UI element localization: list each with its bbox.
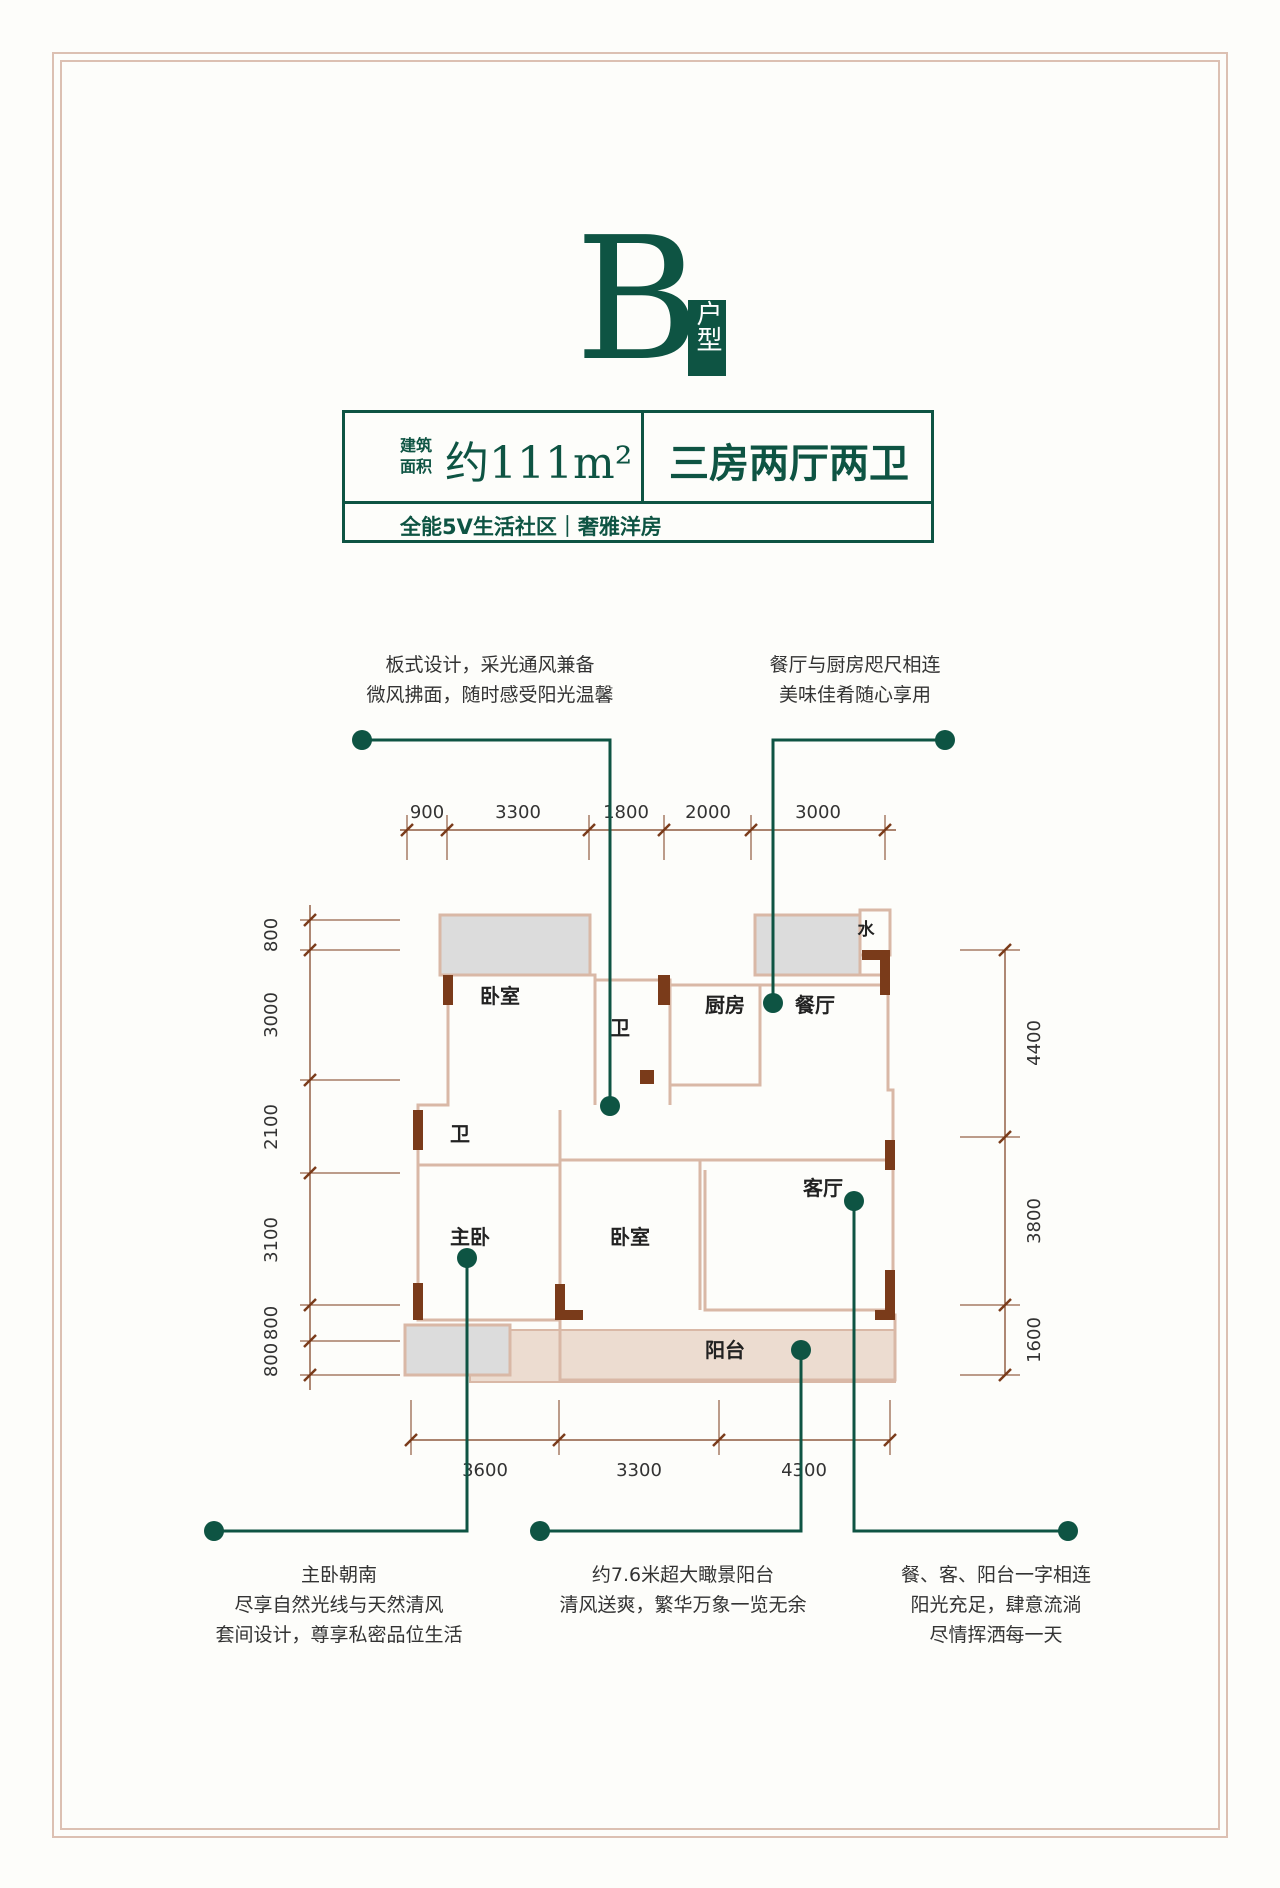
unit-type-tag-text: 户型 [692,300,722,352]
room-label: 卫 [450,1122,470,1146]
callout-dots [204,730,1078,1541]
callout-line: 板式设计，采光通风兼备 [385,654,595,676]
unit-type-letter: B [575,201,700,399]
dim-left: 800 [261,918,282,952]
room-label: 主卧 [450,1225,490,1249]
callout-bottom-mid: 约7.6米超大瞰景阳台清风送爽，繁华万象一览无余 [533,1560,833,1620]
callout-line: 餐厅与厨房咫尺相连 [769,654,941,676]
dim-top: 900 [410,802,444,823]
callout-line: 餐、客、阳台一字相连 [900,1564,1091,1586]
room-label: 客厅 [802,1176,843,1200]
dim-top: 3300 [495,802,541,823]
dimension-labels: 900 3300 1800 2000 3000 800 3000 2100 31… [261,802,1045,1481]
inner-frame [60,60,1220,1830]
callout-dot [457,1248,477,1268]
room-label: 厨房 [705,993,745,1017]
dim-right: 4400 [1024,1020,1045,1066]
callout-top-right: 餐厅与厨房咫尺相连美味佳肴随心享用 [730,650,980,710]
outer-frame [52,52,1228,1838]
dim-bottom: 3600 [462,1460,508,1481]
info-box: 建筑面积 约111m² 三房两厅两卫 全能5V生活社区｜奢雅洋房 [342,410,934,543]
floor-plan [403,908,897,1383]
callout-bottom-left: 主卧朝南尽享自然光线与天然清风套间设计，尊享私密品位生活 [189,1560,489,1650]
bay-window [438,913,592,977]
callout-line: 阳光充足，肆意流淌 [910,1594,1082,1616]
callout-dot [1058,1521,1078,1541]
callout-top-left: 板式设计，采光通风兼备微风拂面，随时感受阳光温馨 [340,650,640,710]
callout-line: 尽享自然光线与天然清风 [234,1594,444,1616]
room-labels: 卧室 卫 厨房 餐厅 水 卫 主卧 卧室 客厅 阳台 [450,919,876,1362]
room-label: 阳台 [705,1338,745,1362]
bay-window [403,1323,512,1377]
dim-bottom: 4300 [781,1460,827,1481]
callout-line: 清风送爽，繁华万象一览无余 [559,1594,807,1616]
callout-line: 主卧朝南 [300,1564,377,1586]
callout-line: 尽情挥洒每一天 [929,1624,1063,1646]
room-label: 餐厅 [795,993,835,1017]
callout-line: 约7.6米超大瞰景阳台 [591,1564,775,1586]
callout-dot [204,1521,224,1541]
dim-left: 3000 [261,992,282,1038]
area-value: 约111m² [445,438,633,489]
callout-dot [530,1521,550,1541]
room-label: 水 [858,919,876,940]
callout-leaders [214,738,1068,1533]
dim-top: 3000 [795,802,841,823]
dim-left: 2100 [261,1104,282,1150]
bay-window [753,913,862,977]
callout-line: 微风拂面，随时感受阳光温馨 [366,684,614,706]
callout-line: 套间设计，尊享私密品位生活 [215,1624,463,1646]
callout-dot [763,993,783,1013]
dim-top: 2000 [685,802,731,823]
dim-top: 1800 [603,802,649,823]
room-label: 卧室 [480,984,520,1008]
dimension-lines [309,829,1006,1441]
balcony-area [469,1329,896,1383]
unit-type-tag: 户型 [688,300,726,376]
area-label: 建筑面积 [400,436,433,476]
room-label: 卫 [610,1016,630,1040]
dim-left: 800 [261,1306,282,1340]
callout-line: 美味佳肴随心享用 [778,684,931,706]
dim-bottom: 3300 [616,1460,662,1481]
callout-dot [600,1096,620,1116]
callout-dot [791,1340,811,1360]
dim-right: 3800 [1024,1198,1045,1244]
layout-value: 三房两厅两卫 [669,440,909,487]
dim-left: 800 [261,1343,282,1377]
callout-dot [935,730,955,750]
dim-right: 1600 [1024,1317,1045,1363]
slogan: 全能5V生活社区｜奢雅洋房 [400,515,662,539]
callout-dot [844,1191,864,1211]
callout-bottom-right: 餐、客、阳台一字相连阳光充足，肆意流淌尽情挥洒每一天 [866,1560,1126,1650]
dim-left: 3100 [261,1217,282,1263]
callout-dot [352,730,372,750]
room-label: 卧室 [610,1225,650,1249]
